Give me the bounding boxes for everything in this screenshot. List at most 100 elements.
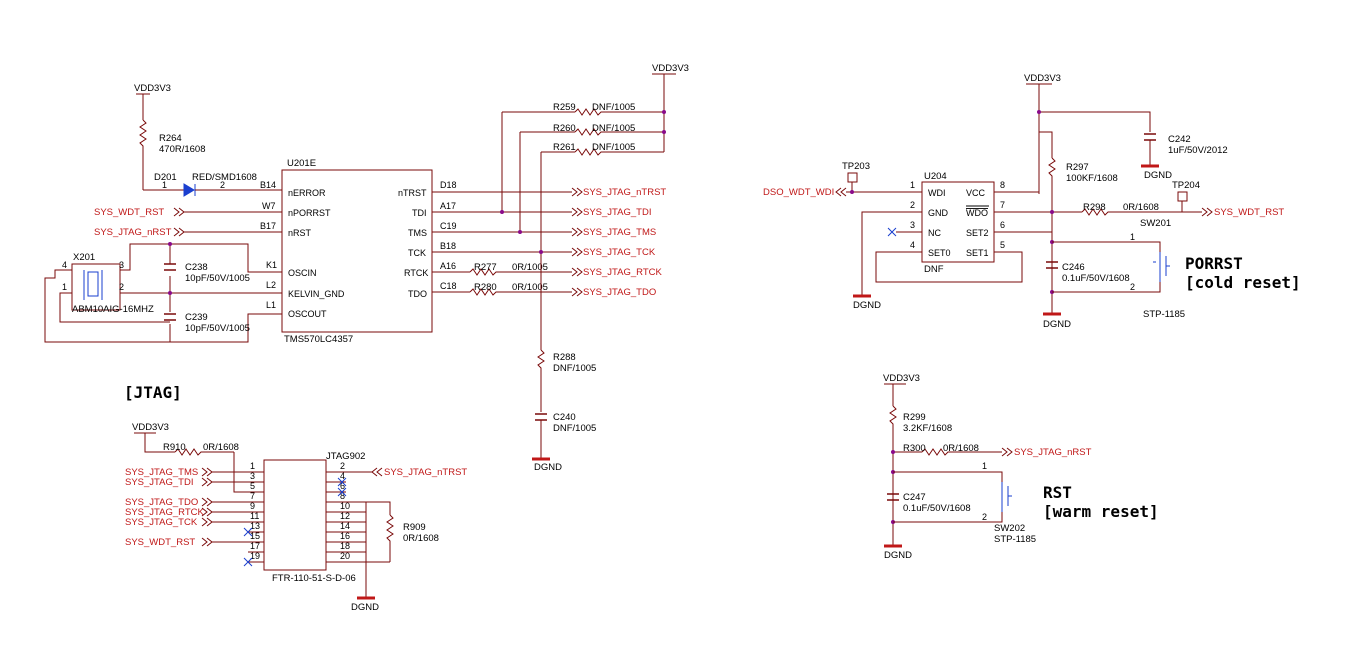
porrst-title: PORRST	[1185, 254, 1243, 273]
r300-value: 0R/1608	[943, 443, 979, 454]
r909-resistor	[386, 514, 394, 562]
vdd-label-jtag: VDD3V3	[132, 422, 169, 433]
mcu-pin-name: OSCIN	[288, 268, 317, 278]
mcu-pin-num: C19	[440, 221, 457, 231]
jtag902-right-pin: 6	[340, 481, 345, 491]
x201-value: ABM10AIG-16MHZ	[72, 304, 154, 315]
d201-value: RED/SMD1608	[192, 172, 257, 183]
mcu-pin-name: TDI	[412, 208, 427, 218]
c246-value: 0.1uF/50V/1608	[1062, 273, 1130, 284]
tp203-ref: TP203	[842, 161, 870, 172]
vdd-label-wdt: VDD3V3	[1024, 73, 1061, 84]
jtag902-right-pin: 16	[340, 531, 350, 541]
r277-resistor	[469, 268, 572, 276]
mcu-pin-num: B18	[440, 241, 456, 251]
r259-value: DNF/1005	[592, 102, 635, 113]
r300-resistor	[921, 448, 1002, 456]
r910-value: 0R/1608	[203, 442, 239, 453]
jtag902-left-pin: 19	[250, 551, 260, 561]
r910-ref: R910	[163, 442, 186, 453]
mcu-pin-name: nRST	[288, 228, 312, 238]
c246-capacitor	[1046, 261, 1058, 269]
mcu-pin-name: RTCK	[404, 268, 428, 278]
tp204-ref: TP204	[1172, 180, 1200, 191]
tp203-testpoint	[847, 172, 858, 183]
d201-pin2: 2	[220, 180, 225, 190]
mcu-pin-name: nERROR	[288, 188, 326, 198]
u204-body	[921, 181, 995, 263]
r259-ref: R259	[553, 102, 576, 113]
mcu-pin-num: K1	[266, 260, 277, 270]
x201-pin3: 3	[119, 260, 124, 270]
mcu-pin-name: TCK	[408, 248, 426, 258]
r264-value: 470R/1608	[159, 144, 205, 155]
sw202-pin1: 1	[982, 461, 987, 471]
x201-pin1: 1	[62, 282, 67, 292]
u204-pin-num: 2	[910, 200, 915, 210]
c247-ref: C247	[903, 492, 926, 503]
net-sys-jtag-nrst-left: SYS_JTAG_nRST	[94, 227, 172, 238]
jtag902-right-pin: 12	[340, 511, 350, 521]
jtag902-left-pin: 17	[250, 541, 260, 551]
jtag902-left-pin: 9	[250, 501, 255, 511]
r264-ref: R264	[159, 133, 182, 144]
u204-pin-num: 5	[1000, 240, 1005, 250]
r300-ref: R300	[903, 443, 926, 454]
watchdog-block: VDD3V3 C242 1uF/50V/2012 DGND R297 100KF…	[763, 73, 1301, 330]
net-wdt-rst-jtag: SYS_WDT_RST	[125, 537, 195, 548]
c246-ref: C246	[1062, 262, 1085, 273]
net-sys-jtag-nrst-out: SYS_JTAG_nRST	[1014, 447, 1092, 458]
r264-resistor	[139, 119, 147, 190]
net-sys-wdt-rst-left: SYS_WDT_RST	[94, 207, 164, 218]
x201-crystal-body	[71, 263, 121, 311]
u204-pin-name: GND	[928, 208, 949, 218]
sw201-pin2: 2	[1130, 282, 1135, 292]
u204-pin-name: VCC	[966, 188, 986, 198]
porrst-subtitle: [cold reset]	[1185, 273, 1301, 292]
net-tms-right: SYS_JTAG_TMS	[583, 227, 656, 238]
c240-ref: C240	[553, 412, 576, 423]
r260-value: DNF/1005	[592, 123, 635, 134]
sw201-switch	[1159, 252, 1170, 282]
u204-pin-num: 3	[910, 220, 915, 230]
jtag902-left-pin: 13	[250, 521, 260, 531]
mcu-pin-name: OSCOUT	[288, 309, 327, 319]
dgnd-label: DGND	[534, 462, 562, 473]
mcu-pin-num: W7	[262, 201, 276, 211]
jtag902-ref: JTAG902	[326, 451, 365, 462]
u204-pin-num: 7	[1000, 200, 1005, 210]
jtag902-right-pin: 8	[340, 491, 345, 501]
rst-title: RST	[1043, 483, 1072, 502]
r261-value: DNF/1005	[592, 142, 635, 153]
d201-led-icon	[183, 183, 195, 197]
r298-resistor	[1081, 208, 1202, 216]
jtag902-right-pin: 4	[340, 471, 345, 481]
r288-ref: R288	[553, 352, 576, 363]
mcu-pin-num: B17	[260, 221, 276, 231]
mcu-pin-num: L1	[266, 300, 276, 310]
u204-pin-name: SET0	[928, 248, 951, 258]
x201-ref: X201	[73, 252, 95, 263]
c242-capacitor	[1144, 133, 1156, 141]
u204-part: DNF	[924, 264, 944, 275]
r260-resistor	[574, 128, 664, 136]
net-ntrst-right: SYS_JTAG_nTRST	[583, 187, 666, 198]
x201-pin2: 2	[119, 282, 124, 292]
mcu-pin-name: nTRST	[398, 188, 427, 198]
sw202-ref: SW202	[994, 523, 1025, 534]
jtag902-left-pin: 5	[250, 481, 255, 491]
u204-pin-num: 8	[1000, 180, 1005, 190]
u204-pin-name: SET2	[966, 228, 989, 238]
mcu-pin-num: C18	[440, 281, 457, 291]
r297-value: 100KF/1608	[1066, 173, 1118, 184]
c238-ref: C238	[185, 262, 208, 273]
warm-reset-block: VDD3V3 R299 3.2KF/1608 R300 0R/1608 SYS_…	[883, 373, 1159, 561]
mcu-ref: U201E	[287, 158, 316, 169]
dgnd-label: DGND	[884, 550, 912, 561]
r261-ref: R261	[553, 142, 576, 153]
mcu-pin-name: TMS	[408, 228, 427, 238]
r910-resistor	[174, 448, 234, 456]
r288-value: DNF/1005	[553, 363, 596, 374]
u204-pin-name: WDO	[966, 208, 988, 218]
